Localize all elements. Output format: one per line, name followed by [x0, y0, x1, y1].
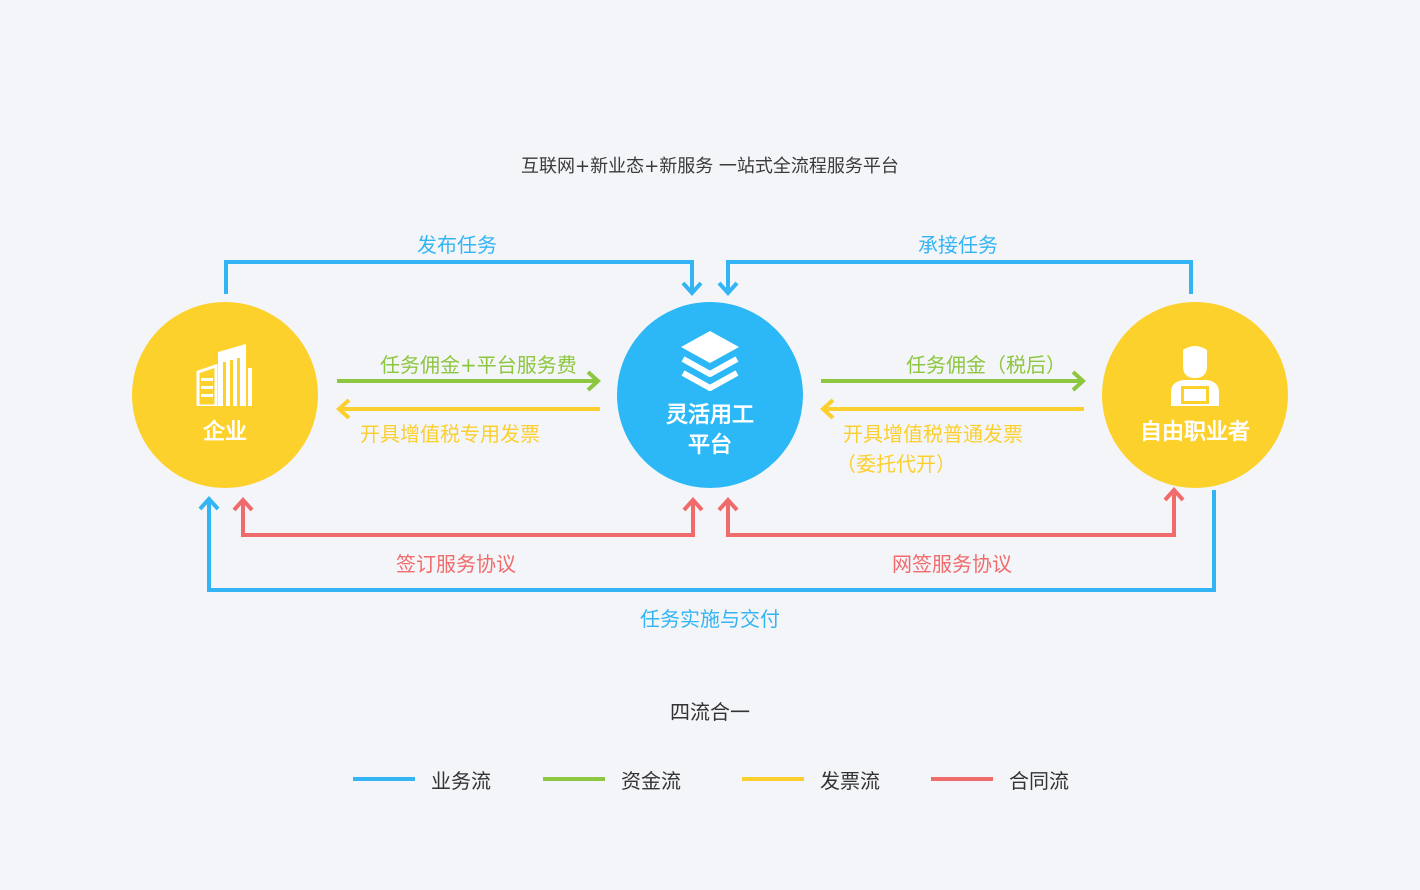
legend-label: 资金流: [621, 768, 681, 793]
enterprise-label: 企业: [202, 420, 247, 445]
building-icon: [196, 344, 252, 406]
freelancer-node: 自由职业者: [1102, 302, 1288, 488]
freelancer-label: 自由职业者: [1139, 420, 1250, 445]
sign-agreement-line: [232, 497, 704, 537]
enterprise-node: 企业: [132, 302, 318, 488]
legend-swatch: [543, 777, 605, 781]
layers-icon: [681, 331, 739, 391]
commission-after-tax-arrow: [821, 370, 1086, 392]
commission-after-tax-label: 任务佣金（税后）: [906, 353, 1066, 377]
commission-fee-label: 任务佣金+平台服务费: [380, 353, 577, 377]
page-subtitle: 互联网+新业态+新服务 一站式全流程服务平台: [521, 156, 899, 177]
platform-label-line2: 平台: [687, 433, 732, 458]
vat-invoice-label: 开具增值税专用发票: [360, 422, 540, 446]
commission-fee-arrow: [337, 370, 601, 392]
legend-swatch: [931, 777, 993, 781]
legend-label: 合同流: [1009, 768, 1069, 793]
platform-label-line1: 灵活用工: [665, 403, 754, 428]
legend-swatch: [742, 777, 804, 781]
legend-item-contract: 合同流: [931, 764, 1069, 794]
vat-normal-invoice-label: 开具增值税普通发票: [843, 422, 1023, 446]
accept-task-label: 承接任务: [918, 233, 998, 257]
legend-label: 发票流: [820, 768, 880, 793]
sign-agreement-label: 签订服务协议: [396, 552, 516, 576]
platform-node: 灵活用工 平台: [617, 302, 803, 488]
task-delivery-line: [198, 490, 1216, 592]
accept-task-line: [717, 260, 1193, 296]
legend-item-money: 资金流: [543, 764, 681, 794]
legend-label: 业务流: [431, 768, 491, 793]
publish-task-line: [224, 260, 703, 296]
online-agreement-label: 网签服务协议: [892, 552, 1012, 576]
vat-normal-invoice-note: （委托代开）: [836, 452, 956, 476]
task-delivery-label: 任务实施与交付: [640, 607, 780, 631]
footer-title: 四流合一: [670, 700, 750, 724]
legend-swatch: [353, 777, 415, 781]
legend-item-business: 业务流: [353, 764, 491, 794]
online-agreement-line: [717, 487, 1185, 537]
publish-task-label: 发布任务: [417, 233, 497, 257]
vat-normal-invoice-arrow: [820, 398, 1084, 420]
person-laptop-icon: [1171, 346, 1219, 406]
vat-invoice-arrow: [336, 398, 600, 420]
legend-item-invoice: 发票流: [742, 764, 880, 794]
